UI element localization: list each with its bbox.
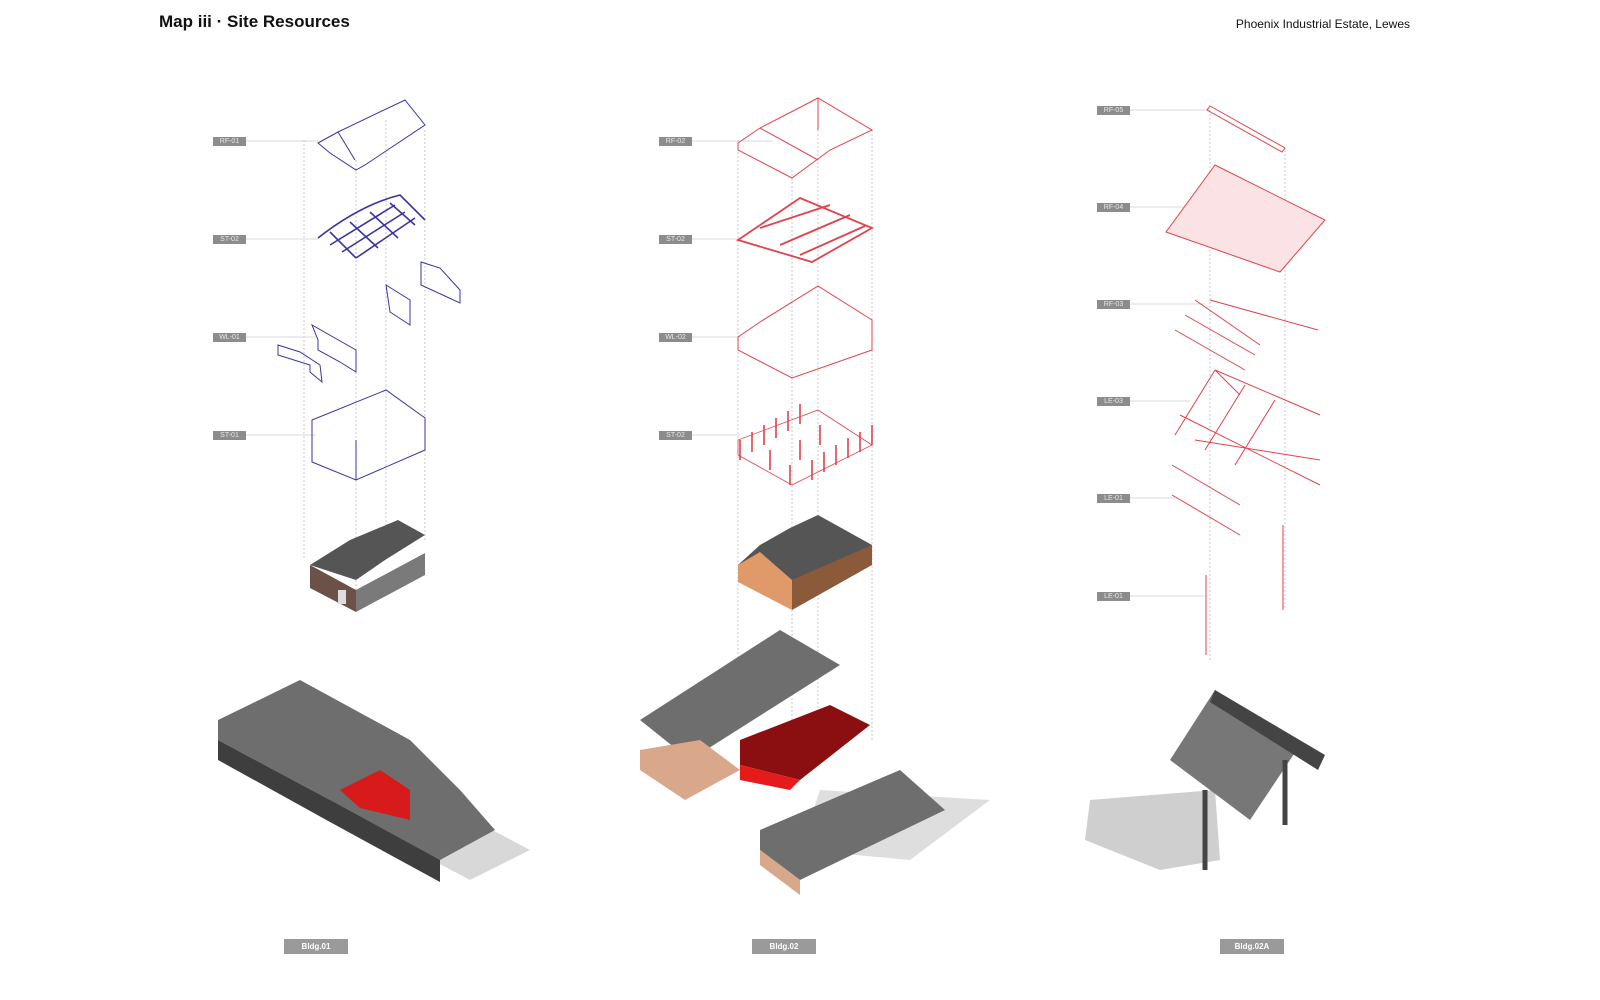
bldg02-site-context bbox=[640, 630, 990, 895]
building-label: Bldg.01 bbox=[284, 939, 348, 954]
page-title: Map iii · Site Resources bbox=[159, 12, 350, 31]
site-location: Phoenix Industrial Estate, Lewes bbox=[1235, 17, 1410, 31]
leader-lines bbox=[246, 109, 1225, 597]
bldg02a-components bbox=[1165, 105, 1326, 655]
bldg01-site-context bbox=[218, 680, 530, 882]
component-tag: ST-02 bbox=[659, 235, 692, 244]
component-tag: ST-02 bbox=[213, 235, 246, 244]
component-tag: RF-04 bbox=[1097, 203, 1130, 212]
component-tag: ST-02 bbox=[659, 431, 692, 440]
building-label: Bldg.02 bbox=[752, 939, 816, 954]
bldg02-massing bbox=[738, 515, 872, 610]
building-label: Bldg.02A bbox=[1220, 939, 1284, 954]
component-tag: RF-03 bbox=[1097, 300, 1130, 309]
component-tag: RF-05 bbox=[1097, 106, 1130, 115]
component-tag: RF-02 bbox=[659, 137, 692, 146]
component-tag: LE-01 bbox=[1097, 592, 1130, 601]
component-tag: ST-01 bbox=[213, 431, 246, 440]
component-tag: WL-02 bbox=[659, 333, 692, 342]
component-tag: RF-01 bbox=[213, 137, 246, 146]
component-tag: LE-03 bbox=[1097, 397, 1130, 406]
bldg01-components bbox=[277, 99, 461, 481]
bldg01-massing bbox=[310, 520, 425, 612]
component-tag: WL-01 bbox=[213, 333, 246, 342]
component-tag: LE-01 bbox=[1097, 494, 1130, 503]
bldg02-components bbox=[735, 97, 875, 486]
bldg02a-site-context bbox=[1085, 690, 1325, 870]
